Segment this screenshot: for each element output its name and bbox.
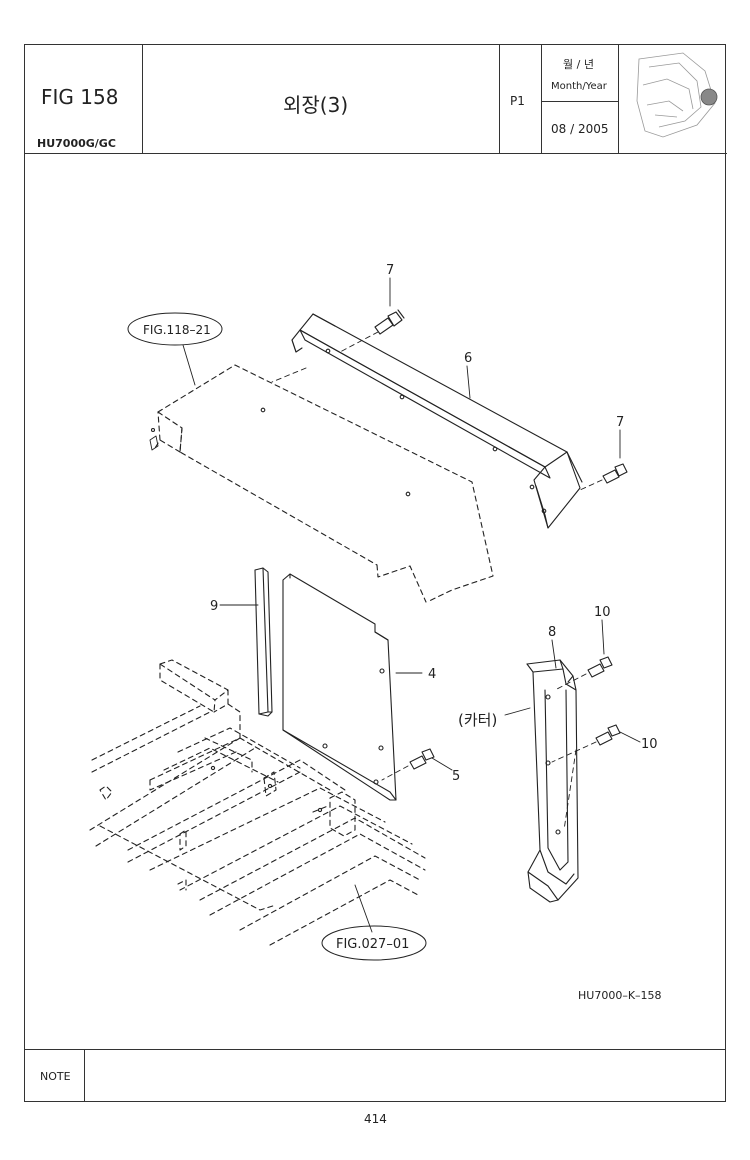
thumbnail-cell <box>619 45 727 154</box>
bolt-7-upper <box>374 309 405 335</box>
callout-5: 5 <box>452 769 460 784</box>
page-title: 외장(3) <box>283 93 349 117</box>
bolt-10-lower <box>595 724 621 746</box>
part-9-strip <box>254 567 273 717</box>
callout-10-upper: 10 <box>594 605 611 620</box>
drawing-code: HU7000–K–158 <box>578 989 662 1002</box>
page-code-cell: P1 <box>500 45 542 154</box>
bolt-5 <box>409 748 435 770</box>
bolt-7-right <box>602 463 628 484</box>
ref-ellipse-bottom <box>321 925 427 961</box>
note-label: NOTE <box>40 1070 71 1083</box>
title-cell: 외장(3) <box>143 45 500 154</box>
callout-9: 9 <box>210 599 218 614</box>
date-value: 08 / 2005 <box>551 122 609 136</box>
cutter-label: (카터) <box>458 711 497 729</box>
ref-panel-top <box>154 364 494 603</box>
ref-ellipse-top <box>127 312 223 346</box>
ref-label-bottom: FIG.027–01 <box>336 937 409 952</box>
callout-8: 8 <box>548 625 556 640</box>
date-label-ko: 월 / 년 <box>563 58 594 71</box>
date-label-cell: 월 / 년 Month/Year <box>542 45 619 102</box>
note-label-cell: NOTE <box>25 1049 85 1101</box>
machine-thumbnail <box>636 52 718 138</box>
note-content <box>85 1049 725 1101</box>
ref-frame-bottom <box>89 659 426 946</box>
page-frame: FIG 158 HU7000G/GC 외장(3) P1 월 / 년 Month/… <box>24 44 727 1102</box>
model-label: HU7000G/GC <box>37 137 116 150</box>
callout-10-lower: 10 <box>641 737 658 752</box>
bolt-10-upper <box>587 656 613 678</box>
ref-label-top: FIG.118–21 <box>143 323 211 337</box>
callout-7-right: 7 <box>616 415 624 430</box>
callout-6: 6 <box>464 351 472 366</box>
callout-4: 4 <box>428 667 436 682</box>
part-4-panel <box>282 573 397 801</box>
part-6-channel <box>291 313 583 529</box>
date-value-cell: 08 / 2005 <box>542 102 619 154</box>
page-code: P1 <box>510 94 525 108</box>
date-label-en: Month/Year <box>551 81 607 92</box>
fig-label: FIG 158 <box>41 85 119 109</box>
fig-cell: FIG 158 HU7000G/GC <box>25 45 143 154</box>
callout-7-upper: 7 <box>386 263 394 278</box>
part-8-bracket <box>526 659 579 903</box>
page-number: 414 <box>364 1112 387 1126</box>
